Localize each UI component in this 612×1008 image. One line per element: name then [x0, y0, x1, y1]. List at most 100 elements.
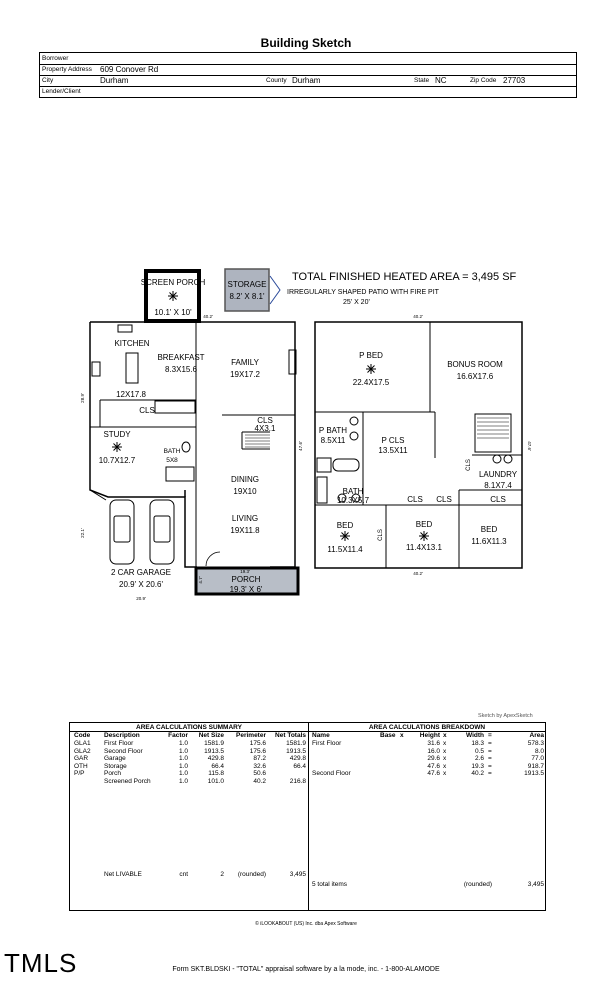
bed2-size: 11.4X13.1 — [406, 543, 442, 552]
laundry-label: LAUNDRY — [479, 470, 518, 479]
summary-cell: First Floor — [104, 740, 134, 747]
borrower-label: Borrower — [42, 55, 69, 62]
summary-cell: 66.4 — [293, 762, 306, 770]
breakdown-height: 47.6 — [427, 770, 440, 778]
study-size: 10.7X12.7 — [99, 456, 136, 465]
summary-cell: P/P — [74, 770, 85, 778]
kitchen-label: KITCHEN — [114, 339, 149, 348]
fan-icon — [365, 363, 377, 375]
breakdown-header: Width — [466, 732, 484, 739]
screen-porch-label: SCREEN PORCH — [141, 278, 206, 287]
summary-cell: 32.6 — [253, 762, 266, 770]
dim-label: 40.2' — [413, 571, 423, 576]
summary-cell: 175.6 — [249, 747, 266, 755]
dim-label: 40.2' — [413, 314, 423, 319]
dim-label: 28.9' — [80, 393, 85, 403]
total-items: 5 total items — [312, 881, 348, 888]
summary-cell: 66.4 — [211, 762, 224, 770]
form-footer: Form SKT.BLDSKI - "TOTAL" appraisal soft… — [172, 966, 440, 973]
summary-cell: OTH — [74, 762, 88, 770]
dim-label: 47.6' — [527, 441, 532, 451]
breakdown-width: 19.3 — [471, 762, 484, 770]
property-address-label: Property Address — [42, 66, 92, 73]
bath2-size: 10.3X5.7 — [337, 496, 370, 505]
breakdown-width: 2.6 — [474, 755, 484, 763]
breakdown-height: 47.6 — [427, 762, 440, 770]
bonus-room-label: BONUS ROOM — [447, 360, 503, 369]
summary-cell: Screened Porch — [104, 778, 151, 785]
screen-porch-size: 10.1' X 10' — [154, 308, 192, 317]
summary-cell: 101.0 — [207, 778, 224, 785]
fan-icon — [418, 530, 430, 542]
breakdown-header: x — [400, 732, 404, 739]
dim-label: 19.3' — [240, 569, 250, 574]
breakdown-area: 8.0 — [534, 747, 544, 755]
cls-label: CLS — [139, 406, 155, 415]
city-row: City Durham County Durham State NC Zip C… — [40, 75, 576, 87]
fan-icon — [111, 441, 123, 453]
bed3-size: 11.6X11.3 — [471, 537, 507, 546]
summary-cell: GAR — [74, 755, 89, 763]
summary-cell: Porch — [104, 770, 121, 778]
pbath-label: P BATH — [319, 426, 347, 435]
breakdown-width: 18.3 — [471, 740, 484, 747]
bed1-size: 11.5X11.4 — [327, 545, 363, 554]
breakdown-width: 0.5 — [474, 747, 484, 755]
pcls-label: P CLS — [382, 436, 405, 445]
summary-header: Description — [104, 732, 140, 739]
summary-cell: 1.0 — [178, 755, 188, 763]
tmls-logo: TMLS — [4, 948, 78, 978]
family-label: FAMILY — [231, 358, 260, 367]
stairs-shape — [245, 434, 270, 448]
zip-label: Zip Code — [470, 77, 497, 84]
dining-label: DINING — [231, 475, 259, 484]
bonus-room-size: 16.6X17.6 — [457, 372, 494, 381]
bath-label: BATH — [164, 448, 181, 455]
bed1-label: BED — [337, 521, 354, 530]
laundry-size: 8.1X7.4 — [484, 481, 512, 490]
breakdown-eq: = — [488, 740, 492, 747]
storage-shape — [224, 268, 270, 312]
heated-area-text: TOTAL FINISHED HEATED AREA = 3,495 SF — [292, 271, 517, 283]
summary-cell: Storage — [104, 762, 127, 770]
cls-2-label: CLS — [257, 416, 273, 425]
summary-cell: 216.8 — [289, 778, 306, 785]
summary-cell: 1.0 — [178, 740, 188, 747]
dim-label: 40.2' — [203, 314, 213, 319]
breakdown-name: First Floor — [312, 740, 342, 747]
floor-plan: SCREEN PORCH 10.1' X 10' STORAGE 8.2' X … — [80, 268, 532, 601]
fan-icon — [167, 290, 179, 302]
breakdown-header: Base — [380, 732, 396, 739]
breakdown-name: Second Floor — [312, 770, 351, 778]
county-value: Durham — [292, 76, 321, 85]
breakdown-area: 1913.5 — [524, 770, 544, 778]
summary-header: Net Totals — [275, 732, 306, 739]
dim-label: 20.9' — [136, 596, 146, 601]
summary-cell: 115.8 — [208, 770, 224, 778]
pbath-size: 8.5X11 — [321, 436, 346, 445]
summary-cell: 87.2 — [253, 755, 266, 763]
cls-6-label: CLS — [466, 459, 472, 471]
breakdown-x: x — [443, 740, 447, 747]
summary-cell: GLA1 — [74, 740, 91, 747]
net-livable-rounded: (rounded) — [237, 871, 266, 878]
patio-arrow-icon — [269, 275, 281, 305]
patio-size-text: 25' X 20' — [343, 299, 370, 306]
cls-2-size: 4X3.1 — [255, 424, 276, 433]
summary-cell: 1913.5 — [204, 747, 224, 755]
breakdown-rounded: (rounded) — [463, 881, 492, 888]
breakdown-x: x — [443, 770, 447, 778]
breakfast-size: 8.3X15.6 — [165, 365, 198, 374]
dining-size: 19X10 — [233, 487, 257, 496]
net-livable-cnt: 2 — [220, 871, 224, 878]
city-value: Durham — [100, 76, 129, 85]
pbed-label: P BED — [359, 351, 383, 360]
bed2-label: BED — [416, 520, 433, 529]
summary-cell: 1.0 — [178, 762, 188, 770]
lender-label: Lender/Client — [42, 88, 81, 95]
summary-cell: 1.0 — [178, 747, 188, 755]
cls-4-label: CLS — [436, 495, 452, 504]
summary-cell: 40.2 — [253, 778, 266, 785]
living-label: LIVING — [232, 514, 258, 523]
bath-size: 5X8 — [166, 457, 178, 464]
